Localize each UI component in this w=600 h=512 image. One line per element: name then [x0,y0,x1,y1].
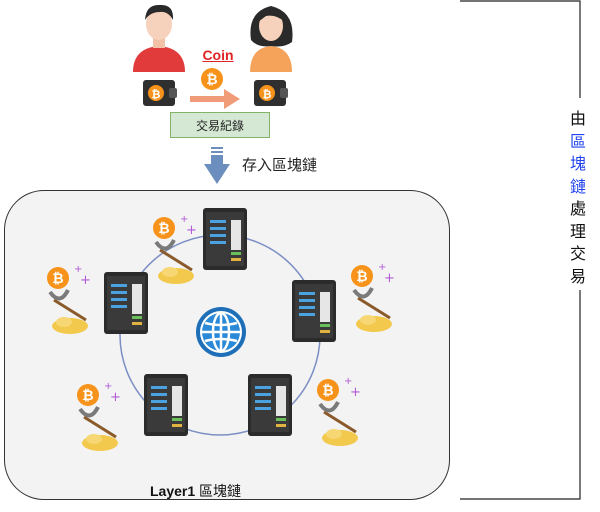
server-icon [203,208,247,270]
caption-char: 處 [569,199,586,218]
transaction-record-label: 交易紀錄 [195,118,244,133]
caption-char: 由 [569,109,586,128]
caption-bracket [460,0,581,500]
mining-pickaxe-icon [75,379,123,453]
wallet-icon [254,80,288,106]
globe-icon [196,307,246,357]
transaction-illustration: ₿ ₿ [133,4,293,184]
side-caption: 由 區 塊 鏈 處 理 交 易 [566,108,590,288]
mining-pickaxe-icon [315,374,363,448]
layer1-label-zh: 區塊鏈 [199,484,242,500]
wallet-icon [143,80,177,106]
server-icon [104,272,148,334]
store-down-arrow [204,147,230,184]
caption-char: 塊 [569,154,586,173]
woman-avatar-icon [250,6,293,72]
transaction-record-box: 交易紀錄 [170,112,270,138]
man-avatar-icon [133,4,185,72]
blockchain-network: ₿ + + [45,208,397,453]
coin-label: Coin [202,47,234,63]
server-icon [248,374,292,436]
mining-pickaxe-icon [45,262,93,336]
caption-char: 易 [569,266,586,286]
server-icon [292,280,336,342]
bitcoin-icon [201,68,223,90]
caption-char: 區 [569,131,586,151]
transfer-arrow [190,89,240,109]
layer1-label-en: Layer1 [150,483,196,499]
caption-char: 鏈 [569,176,586,196]
mining-pickaxe-icon [349,260,397,334]
store-to-blockchain-label: 存入區塊鏈 [242,156,318,174]
caption-char: 交 [569,244,586,263]
server-icon [144,374,188,436]
layer1-label: Layer1 區塊鏈 [150,481,241,501]
mining-pickaxe-icon [151,212,199,286]
caption-char: 理 [569,221,586,241]
